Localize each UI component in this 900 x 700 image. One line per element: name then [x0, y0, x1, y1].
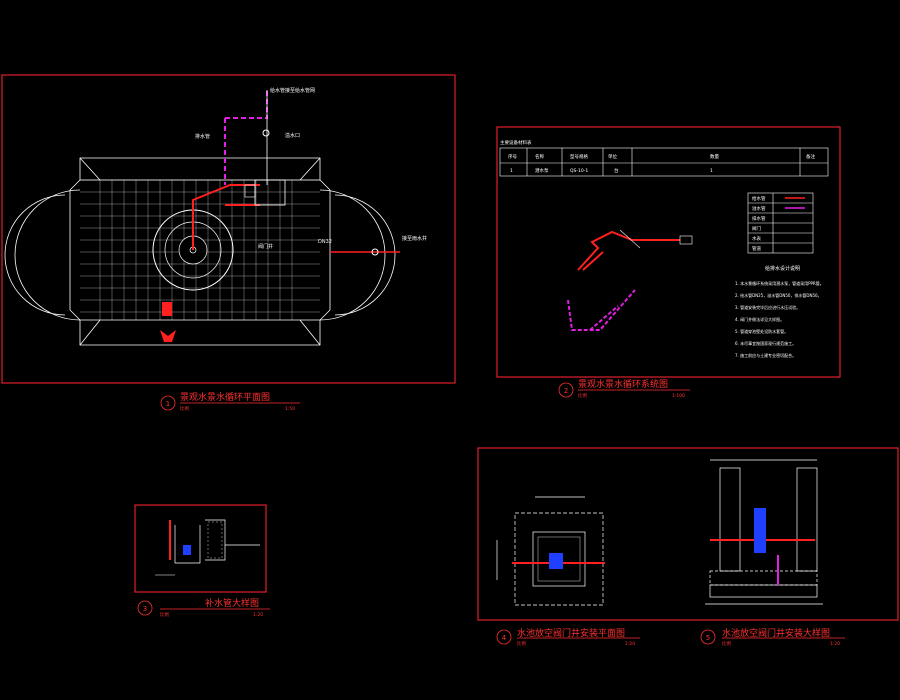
- plan-annotation: 溢水口: [285, 132, 300, 139]
- system-title-block: 2 景观水景水循环系统图 比例 1:100: [558, 378, 690, 399]
- riser-drawing: 3 补水管大样图 比例 1:20: [134, 504, 270, 618]
- legend-item: 管道: [752, 245, 761, 252]
- plan-title-block: 1 景观水景水循环平面图 比例 1:50: [160, 391, 300, 412]
- overflow-pipe-upper: [225, 90, 268, 119]
- table-cell: QS-10-1: [570, 168, 588, 174]
- drawing-number: 4: [502, 634, 507, 642]
- drawing-title: 水池放空阀门井安装平面图: [517, 627, 625, 639]
- legend-item: 溢水管: [752, 205, 766, 212]
- scale-label: 比例: [160, 611, 169, 618]
- plan-annotation: 阀门井: [258, 243, 273, 250]
- overflow-outlet-icon: [262, 129, 270, 137]
- scale-value: 1:20: [253, 612, 263, 618]
- note-line: 1. 本水景循环系统采用潜水泵，管道采用PPR管。: [735, 280, 824, 286]
- riser-title-block: 3 补水管大样图 比例 1:20: [137, 597, 270, 618]
- iso-supply-pipe-b: [582, 251, 604, 271]
- valve-box-inner: [244, 184, 256, 198]
- table-header-cell: 单位: [608, 153, 617, 160]
- table-header-cell: 数量: [710, 153, 719, 160]
- system-frame: [496, 126, 841, 378]
- drawing-title: 景观水景水循环系统图: [578, 378, 668, 390]
- iso-overflow-pipe: [567, 289, 636, 331]
- iso-valve: [679, 235, 693, 245]
- scale-value: 1:20: [830, 641, 840, 647]
- table-cell: 1: [710, 168, 713, 174]
- table-cell: 潜水泵: [535, 167, 549, 174]
- valve-plan-title-block: 4 水池放空阀门井安装平面图 比例 1:20: [496, 627, 640, 647]
- note-line: 7. 施工前应与土建专业密切配合。: [735, 352, 796, 358]
- table-header-cell: 备注: [806, 153, 815, 160]
- riser-wall-hatch: [207, 521, 223, 559]
- plan-annotation: DN32: [318, 239, 332, 245]
- scale-label: 比例: [578, 392, 587, 399]
- iso-supply-pipe: [577, 230, 680, 271]
- legend-item: 排水管: [752, 215, 766, 222]
- note-line: 6. 未尽事宜按国家现行规范施工。: [735, 340, 796, 346]
- drawing-number: 1: [166, 400, 170, 408]
- plan-annotation: 给水管接至给水管网: [270, 87, 315, 94]
- scale-label: 比例: [722, 640, 731, 647]
- legend-table: [747, 192, 814, 254]
- table-title: 主要设备材料表: [500, 139, 532, 146]
- table-header-cell: 型号规格: [570, 153, 588, 160]
- plan-annotation: 排水管: [195, 133, 210, 140]
- drawing-number: 3: [143, 605, 147, 613]
- table-header-cell: 名称: [535, 153, 544, 160]
- drawing-title: 补水管大样图: [205, 597, 259, 609]
- note-line: 5. 管道穿池壁处设防水套管。: [735, 328, 788, 334]
- drawing-title: 景观水景水循环平面图: [180, 391, 270, 403]
- plan-frame: [1, 74, 456, 384]
- note-line: 2. 给水管DN25，溢水管DN50，排水管DN50。: [735, 292, 822, 298]
- pump-icon: [160, 302, 176, 342]
- plan-annotation: 接至雨水井: [402, 235, 427, 242]
- scale-value: 1:20: [625, 641, 635, 647]
- drawing-title: 水池放空阀门井安装大样图: [722, 627, 830, 639]
- scale-label: 比例: [180, 405, 189, 412]
- valve-section-valve-icon: [754, 508, 766, 553]
- riser-sump: [174, 525, 201, 564]
- system-drawing: 主要设备材料表 序号 名称 型号规格 单位 数量 备注 1 潜水泵 QS-10-…: [496, 126, 841, 399]
- riser-wall: [205, 519, 226, 561]
- legend-item: 阀门: [752, 225, 761, 232]
- table-cell: 1: [510, 168, 513, 174]
- plan-drawing: 给水管接至给水管网 排水管 溢水口 阀门井 接至雨水井 DN32 1 景观水景水…: [1, 74, 456, 412]
- note-line: 4. 阀门井做法详见大样图。: [735, 316, 784, 322]
- material-table: [499, 147, 829, 177]
- paving-grid: [80, 179, 320, 320]
- scale-label: 比例: [517, 640, 526, 647]
- valve-well-frame: [477, 447, 899, 621]
- scale-value: 1:100: [672, 393, 685, 399]
- drain-well-icon: [371, 248, 379, 256]
- note-line: 3. 管道安装完毕后应进行水压试验。: [735, 304, 800, 310]
- riser-frame: [134, 504, 267, 593]
- iso-leader: [619, 229, 641, 249]
- table-cell: 台: [614, 167, 619, 174]
- iso-overflow-pipe-b: [589, 305, 619, 331]
- notes-title: 给排水设计说明: [765, 265, 800, 272]
- riser-valve-icon: [183, 545, 191, 555]
- valve-plan: [496, 496, 604, 606]
- valve-box: [254, 179, 286, 206]
- legend-item: 水表: [752, 235, 761, 242]
- valve-section-title-block: 5 水池放空阀门井安装大样图 比例 1:20: [700, 627, 845, 647]
- legend-item: 给水管: [752, 195, 766, 202]
- pool-outline: [4, 157, 396, 346]
- table-header-cell: 序号: [508, 153, 517, 160]
- valve-section: [705, 459, 823, 605]
- valve-plan-valve-icon: [549, 553, 563, 569]
- drawing-number: 5: [706, 634, 710, 642]
- scale-value: 1:50: [285, 406, 295, 412]
- valve-well-drawings: 4 水池放空阀门井安装平面图 比例 1:20 5 水池放空阀门井安装大样图 比例…: [477, 447, 899, 647]
- drawing-number: 2: [564, 387, 568, 395]
